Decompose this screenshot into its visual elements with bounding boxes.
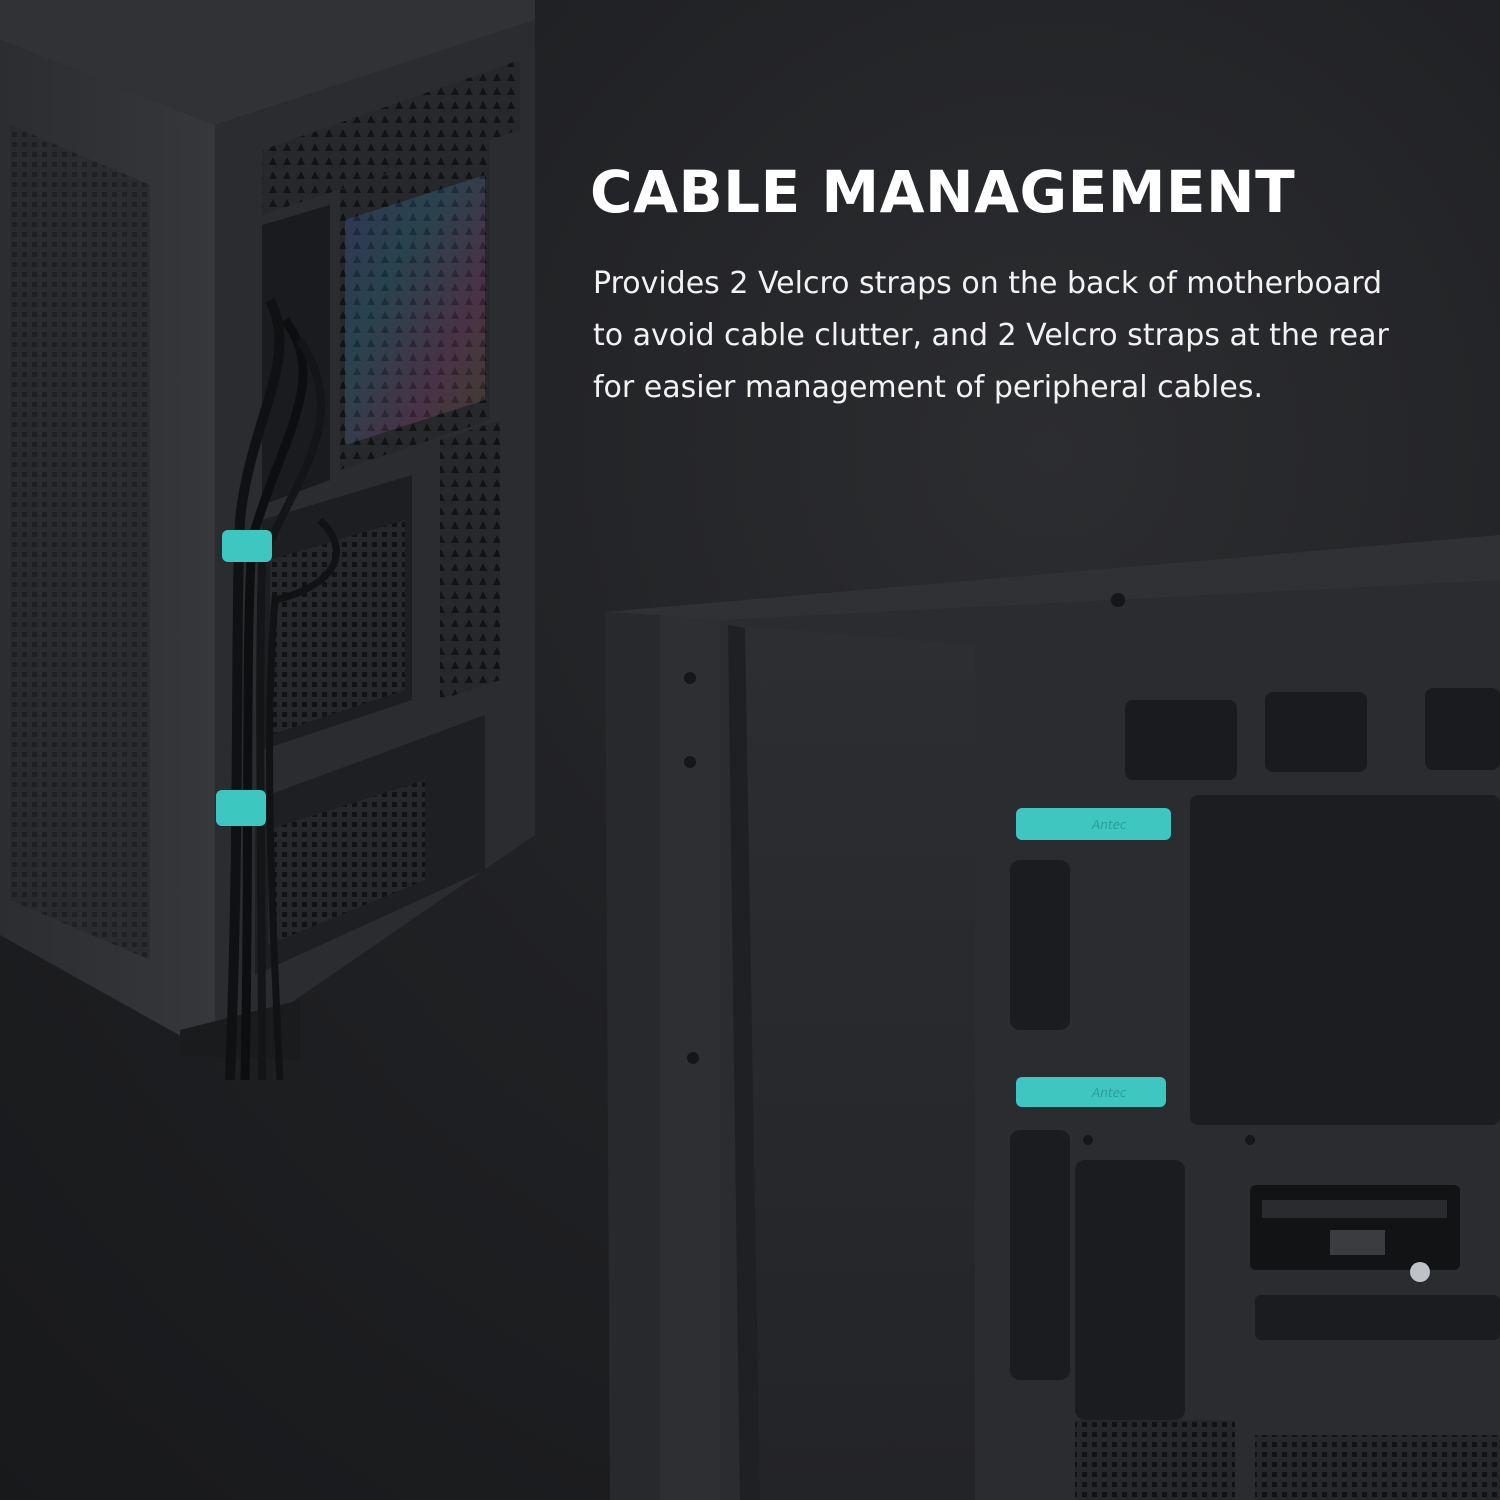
description-line: for easier management of peripheral cabl… (593, 370, 1264, 405)
velcro-strap-tray-bottom (1016, 1077, 1166, 1107)
case-side-view (605, 535, 1500, 1500)
feature-title: CABLE MANAGEMENT (590, 158, 1296, 226)
strap-logo-bottom: Antec (1091, 1086, 1127, 1100)
case-rear-view (0, 0, 535, 1081)
feature-description: Provides 2 Velcro straps on the back of … (593, 258, 1473, 414)
velcro-strap-tray-top (1016, 808, 1171, 840)
velcro-strap-rear-bottom (216, 790, 266, 826)
description-line: Provides 2 Velcro straps on the back of … (593, 266, 1383, 301)
description-line: to avoid cable clutter, and 2 Velcro str… (593, 318, 1389, 353)
strap-logo-top: Antec (1091, 818, 1127, 832)
velcro-strap-rear-top (222, 530, 272, 562)
